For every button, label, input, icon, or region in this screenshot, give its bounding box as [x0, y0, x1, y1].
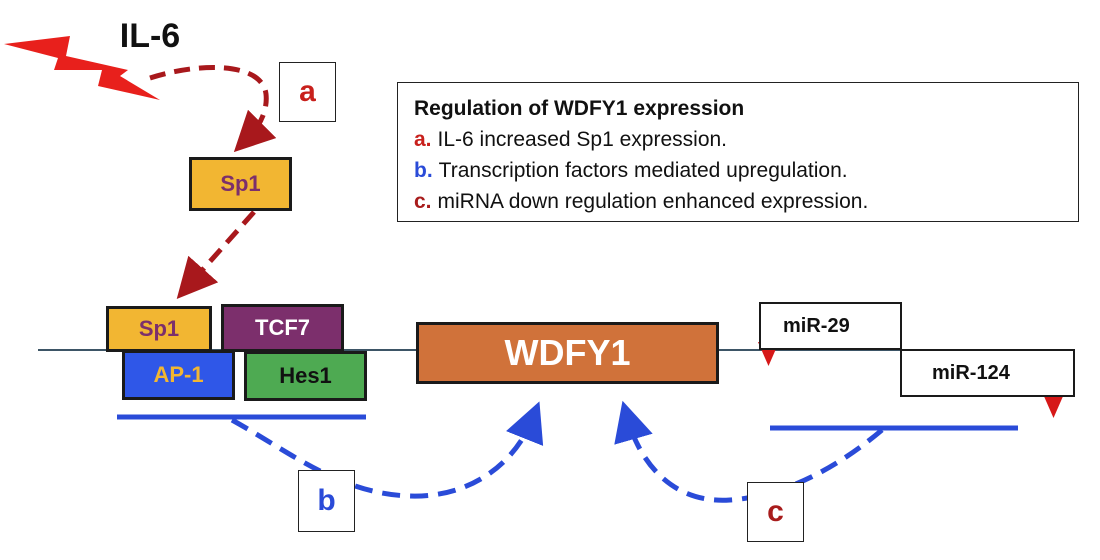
il6-label: IL-6: [119, 16, 181, 55]
mir124-label: miR-124: [932, 361, 1010, 384]
legend-tag-b: b.: [414, 159, 433, 182]
dashed-arrow-b-to-gene: [230, 401, 544, 499]
legend-item-c: c.miRNA down regulation enhanced express…: [414, 186, 1078, 217]
legend-title: Regulation of WDFY1 expression: [414, 97, 745, 120]
legend-item-b: b.Transcription factors mediated upregul…: [414, 155, 1078, 186]
step-label-a: a: [279, 62, 336, 122]
tcf7-box: TCF7: [221, 304, 344, 352]
dashed-arrow-il6-to-sp1: [149, 65, 277, 153]
hes1-box: Hes1: [244, 351, 367, 401]
legend-text-b: Transcription factors mediated upregulat…: [438, 159, 848, 182]
sp1-protein-box: Sp1: [189, 157, 292, 211]
lightning-bolt-icon: [4, 36, 160, 100]
step-label-c: c: [747, 482, 804, 542]
legend-tag-c: c.: [414, 190, 432, 213]
legend-text-c: miRNA down regulation enhanced expressio…: [437, 190, 869, 213]
dashed-arrow-c-to-gene: [614, 400, 884, 503]
mir29-label: miR-29: [783, 314, 850, 337]
sp1-bound-box: Sp1: [106, 306, 212, 352]
legend-tag-a: a.: [414, 128, 432, 151]
dashed-arrow-sp1-to-promoter: [176, 210, 256, 299]
legend-item-a: a.IL-6 increased Sp1 expression.: [414, 124, 1078, 155]
wdfy1-gene-box: WDFY1: [416, 322, 719, 384]
mir124-box: miR-124: [900, 349, 1075, 397]
mir29-box: miR-29: [759, 302, 902, 350]
legend-text-a: IL-6 increased Sp1 expression.: [437, 128, 728, 151]
step-label-b: b: [298, 470, 355, 532]
ap1-box: AP-1: [122, 350, 235, 400]
legend-box: Regulation of WDFY1 expression a.IL-6 in…: [397, 82, 1079, 222]
